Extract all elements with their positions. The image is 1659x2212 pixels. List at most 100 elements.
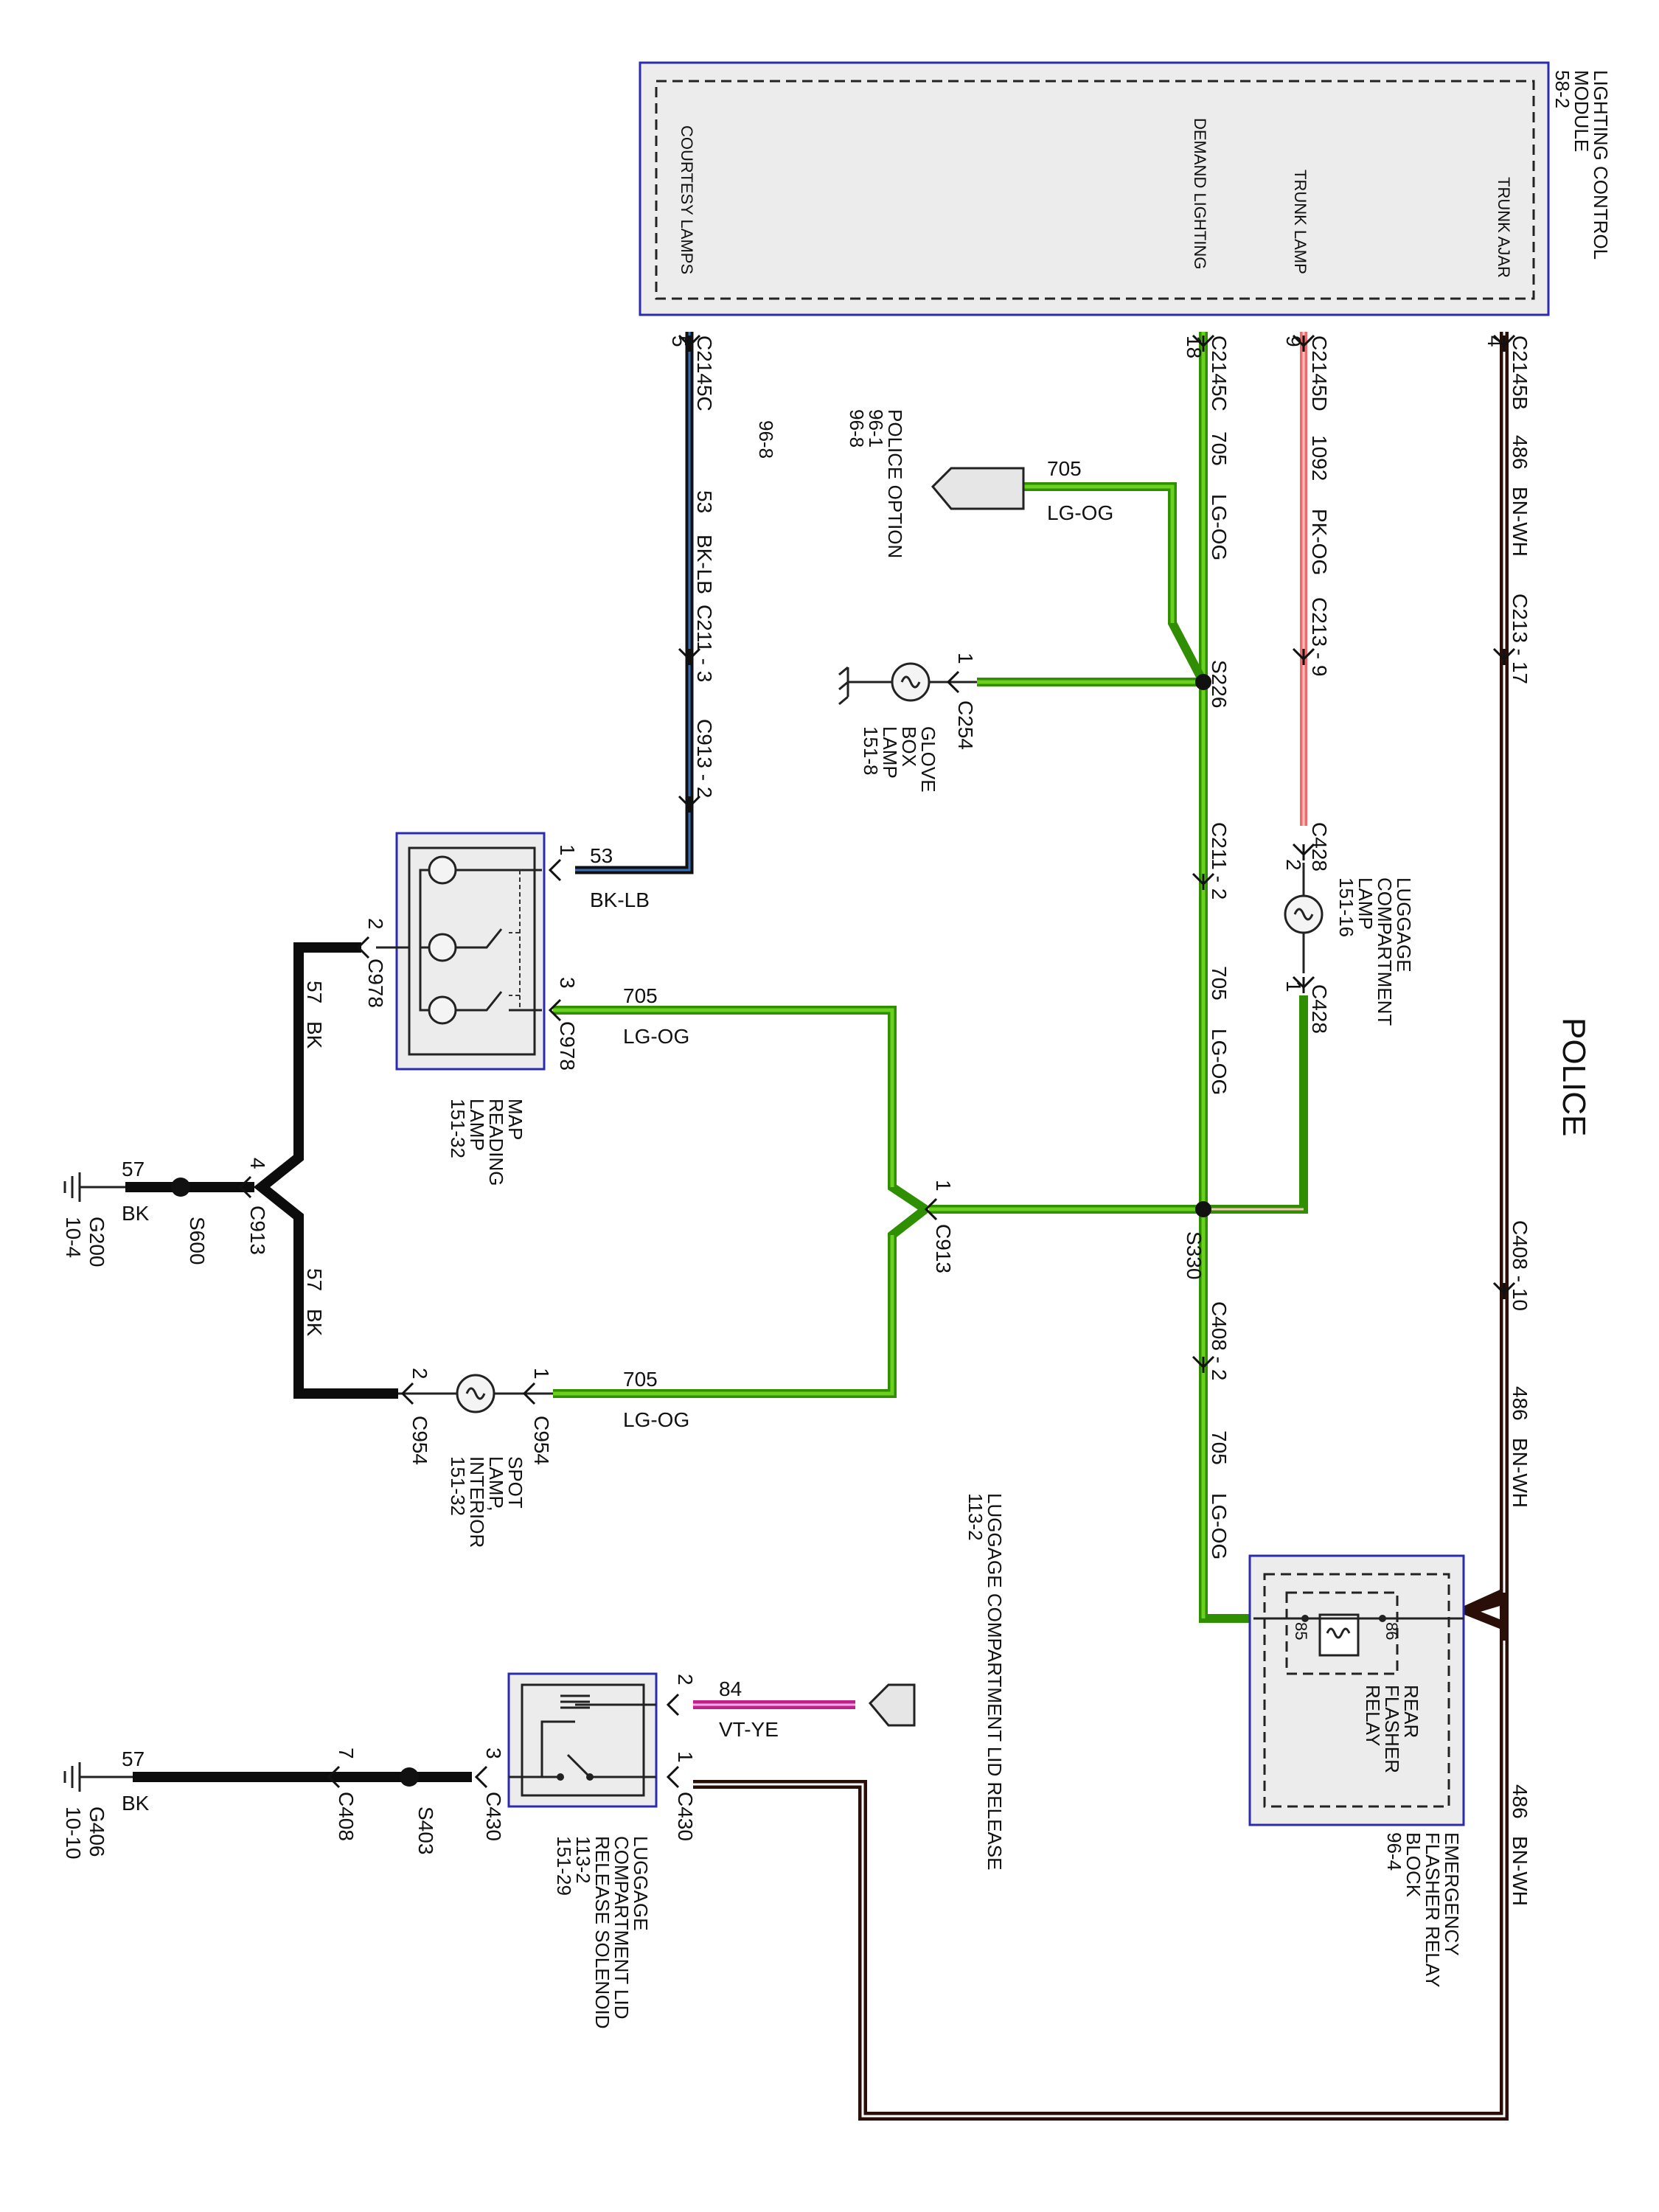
- splice-s226: S226: [1208, 660, 1231, 708]
- map-lamp-1: MAP: [504, 1099, 526, 1140]
- wire-lg-og-spot: LG-OG: [623, 1408, 689, 1431]
- connector-chevron-icon: [1292, 647, 1315, 665]
- pin-1-spot: 1: [530, 1368, 553, 1380]
- glove-box-ref: 151-8: [860, 726, 882, 776]
- wire-1092: 1092: [1308, 435, 1331, 481]
- pin-1-c913: 1: [932, 1180, 955, 1192]
- ground-g200-ref: 10-4: [62, 1217, 85, 1258]
- wire-486-c: 486: [1509, 1784, 1531, 1819]
- wire-53-bk-lb: [575, 332, 694, 874]
- wire-bk-c: BK: [122, 1202, 150, 1225]
- rear-flasher-3: RELAY: [1362, 1685, 1384, 1746]
- spot-lamp-ref: 151-32: [447, 1456, 469, 1516]
- ref-96-8: 96-8: [755, 420, 777, 459]
- conn-c2145d: C2145D: [1308, 335, 1331, 411]
- conn-c211-3: C211 - 3: [693, 605, 716, 682]
- wire-pk-og: PK-OG: [1308, 509, 1331, 575]
- connector-chevron-icon: [327, 1765, 341, 1789]
- wire-lg-og-c: LG-OG: [1208, 1493, 1231, 1559]
- wire-bk-lb-b: BK-LB: [590, 888, 650, 911]
- conn-c430-b: C430: [482, 1792, 505, 1841]
- luggage-lamp-ref: 151-16: [1335, 877, 1357, 937]
- pin-demand-lighting: DEMAND LIGHTING: [1191, 118, 1209, 269]
- police-option-ref2: 96-8: [846, 409, 868, 448]
- connector-chevron-icon: [678, 334, 701, 352]
- splice-s330: S330: [1183, 1231, 1206, 1279]
- glove-box-2: BOX: [898, 726, 920, 767]
- pin-trunk-lamp: TRUNK LAMP: [1291, 170, 1310, 274]
- map-bulb-icon: [428, 933, 457, 962]
- map-bulb-icon: [428, 855, 457, 885]
- connector-chevron-icon: [400, 1382, 414, 1405]
- wire-lg-og-map: LG-OG: [623, 1025, 689, 1048]
- wire-57-b: 57: [303, 1268, 326, 1291]
- splice-s600: S600: [186, 1217, 209, 1265]
- pin-4-c913: 4: [246, 1158, 269, 1169]
- wire-bk-d: BK: [122, 1792, 150, 1815]
- connector-chevron-icon: [548, 858, 562, 882]
- wire-705-c: 705: [1208, 1430, 1231, 1465]
- wire-57-a: 57: [303, 981, 326, 1004]
- connector-chevron-icon: [1492, 647, 1516, 665]
- pin-courtesy-lamps: COURTESY LAMPS: [678, 125, 696, 274]
- pin-1-glovebox: 1: [954, 653, 977, 664]
- connector-chevron-icon: [522, 1382, 536, 1405]
- connector-chevron-icon: [1292, 334, 1315, 352]
- wire-bk-a: BK: [303, 1021, 326, 1049]
- ground-g200: G200: [86, 1217, 108, 1267]
- emergency-flasher-2: FLASHER RELAY: [1422, 1832, 1444, 1987]
- connector-chevron-icon: [1492, 1281, 1516, 1299]
- map-reading-lamp: [376, 832, 546, 1071]
- pin-2-luggage: 2: [1282, 859, 1305, 871]
- conn-c2145b: C2145B: [1509, 335, 1531, 410]
- police-option-1: POLICE OPTION: [884, 409, 906, 558]
- conn-c954-b: C954: [408, 1416, 431, 1465]
- wire-bn-wh-c: BN-WH: [1509, 1836, 1531, 1906]
- connector-chevron-icon: [1292, 843, 1315, 860]
- solenoid-1: LUGGAGE: [630, 1836, 652, 1931]
- connector-chevron-icon: [1192, 1355, 1215, 1373]
- glove-box-bulb-icon: [838, 662, 977, 706]
- wire-486-a: 486: [1509, 435, 1531, 470]
- wire-57-d: 57: [122, 1747, 145, 1770]
- pin-trunk-ajar: TRUNK AJAR: [1495, 177, 1513, 278]
- conn-c211-2: C211 - 2: [1208, 822, 1231, 900]
- pin-4: 4: [1484, 335, 1506, 347]
- ground-g406-ref: 10-10: [62, 1806, 85, 1860]
- connector-chevron-icon: [1192, 872, 1215, 890]
- relay-pin-86: 86: [1382, 1622, 1401, 1640]
- solenoid-ref2: 151-29: [553, 1836, 575, 1896]
- conn-c978-a: C978: [556, 1021, 579, 1071]
- connector-chevron-icon: [356, 936, 370, 959]
- splice-dot-s330: [1195, 1201, 1211, 1217]
- pin-3-solenoid: 3: [482, 1747, 505, 1759]
- conn-c913-b: C913: [246, 1206, 269, 1255]
- emergency-flasher-1: EMERGENCY: [1441, 1832, 1463, 1956]
- wire-705-police: 705: [1047, 457, 1082, 480]
- conn-c213-9: C213 - 9: [1308, 597, 1331, 676]
- relay-coil-icon: [1318, 1613, 1360, 1657]
- wire-486-b: 486: [1509, 1386, 1531, 1421]
- wire-bn-wh-b: BN-WH: [1509, 1438, 1531, 1508]
- connector-chevron-icon: [1492, 334, 1516, 352]
- wire-57-c: 57: [122, 1158, 145, 1180]
- pin-2-map: 2: [364, 918, 387, 930]
- wire-486-bn-wh: [693, 332, 1509, 2121]
- wire-bk-b: BK: [303, 1309, 326, 1337]
- conn-c428-b: C428: [1308, 984, 1331, 1034]
- splice-dot-s600: [171, 1178, 190, 1197]
- rear-flasher-1: REAR: [1400, 1685, 1422, 1738]
- conn-c954-a: C954: [530, 1416, 553, 1465]
- spot-lamp-1: SPOT: [504, 1456, 526, 1509]
- relay-pin-85: 85: [1292, 1622, 1310, 1640]
- wire-705-map: 705: [623, 984, 658, 1007]
- connector-chevron-icon: [474, 1765, 488, 1789]
- lid-release-solenoid: [507, 1672, 658, 1808]
- solenoid-3: RELEASE SOLENOID: [591, 1836, 613, 2029]
- lid-release-connector-icon: [868, 1683, 916, 1727]
- luggage-lamp-bulb-icon: [1284, 863, 1324, 973]
- wire-705-a: 705: [1208, 431, 1231, 466]
- connector-chevron-icon: [1292, 975, 1315, 993]
- page-title: POLICE: [1556, 1018, 1592, 1136]
- ground-icon: [63, 1762, 133, 1792]
